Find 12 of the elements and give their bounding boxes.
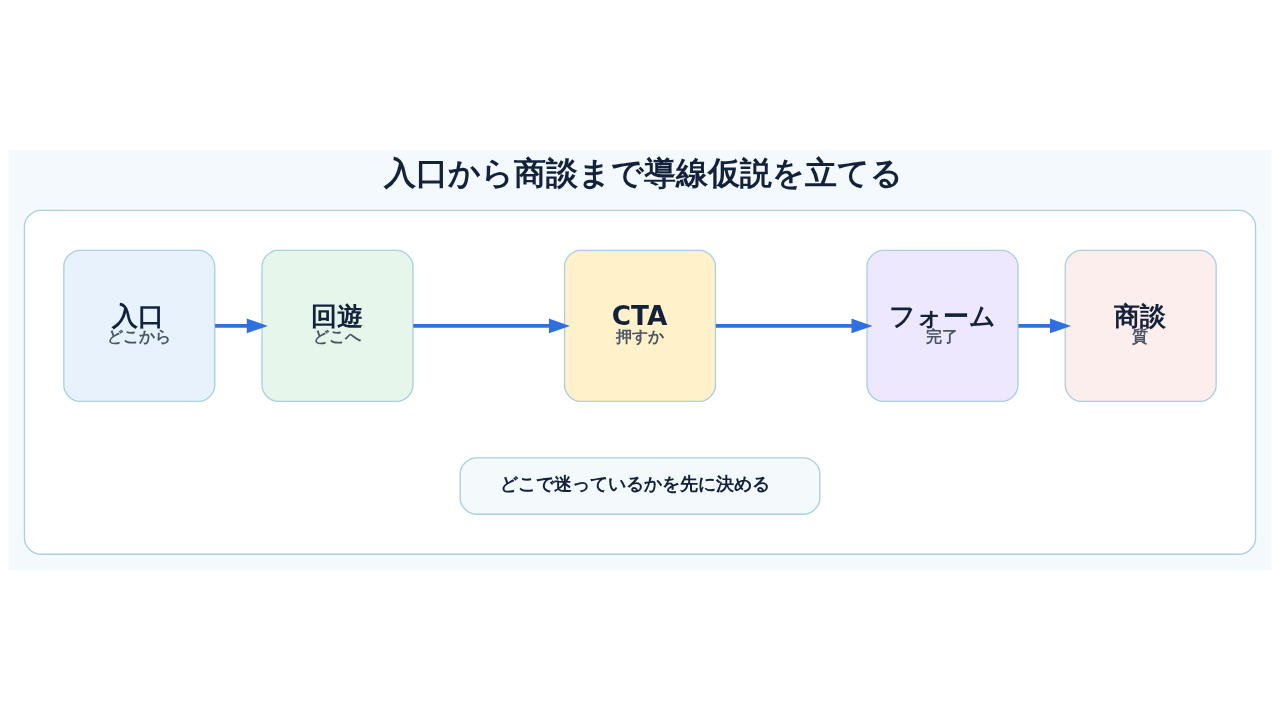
node-box: どこで迷っているかを先に決める bbox=[459, 457, 821, 515]
arrow bbox=[715, 318, 873, 334]
arrow bbox=[413, 318, 570, 334]
node-box: 商談 質 bbox=[1064, 249, 1217, 402]
diagram-title: 入口から商談まで導線仮説を立てる bbox=[384, 155, 904, 192]
node-box: CTA 押すか bbox=[563, 249, 717, 402]
node-box: フォーム 完了 bbox=[866, 249, 1019, 402]
arrow bbox=[215, 318, 268, 334]
node-box: 入口 どこから bbox=[63, 249, 216, 402]
node-box: 回遊 どこへ bbox=[261, 249, 414, 402]
arrow bbox=[1018, 318, 1072, 334]
cluster bbox=[23, 209, 1257, 555]
